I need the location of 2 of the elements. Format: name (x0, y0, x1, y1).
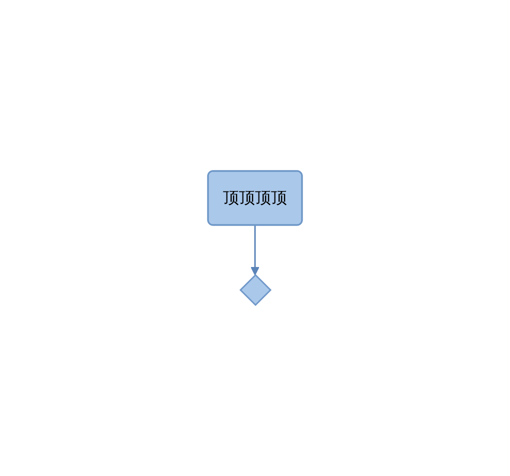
node-diamond (239, 274, 272, 306)
arrow (250, 224, 260, 276)
